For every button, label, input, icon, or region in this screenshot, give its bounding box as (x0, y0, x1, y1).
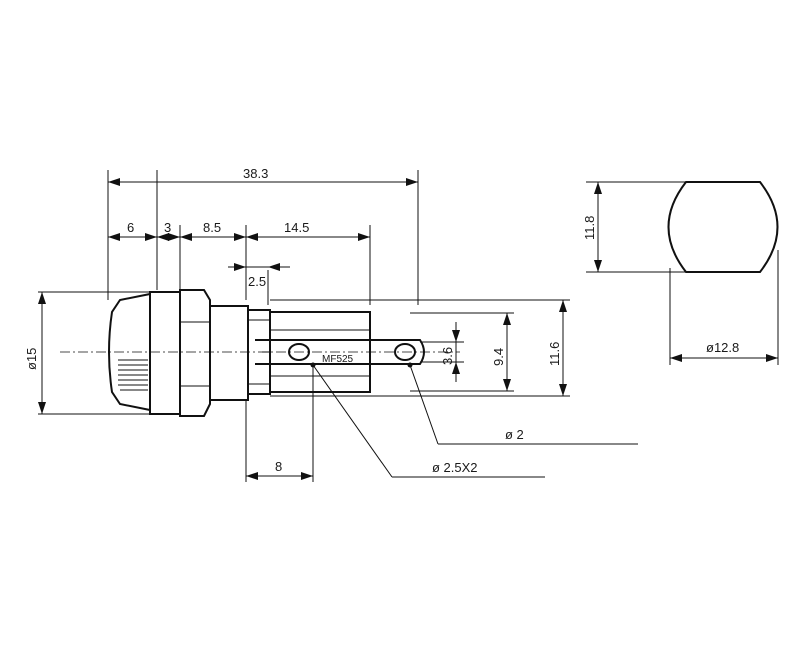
side-view: MF525 (60, 289, 460, 417)
hex-nut (179, 289, 211, 417)
dim-body-length: 8.5 (203, 220, 221, 235)
extension-lines (38, 170, 570, 482)
holder-body (209, 305, 249, 401)
end-view-outline (667, 181, 779, 273)
dimension-cap-diameter: ø15 (24, 292, 46, 414)
terminal-hole (394, 343, 416, 361)
dimension-gap: 2.5 (228, 258, 290, 289)
dimension-side-diameter: ø12.8 (670, 340, 778, 362)
part-label: MF525 (322, 354, 354, 365)
svg-text:11.8: 11.8 (582, 216, 597, 240)
svg-text:ø 2.5X2: ø 2.5X2 (432, 460, 478, 475)
dim-cap-length: 6 (127, 220, 134, 235)
cap-grip-lines (118, 359, 148, 391)
svg-text:ø 2: ø 2 (505, 427, 524, 442)
dimension-terminal-offset: 8 (246, 459, 313, 480)
svg-text:ø15: ø15 (24, 348, 39, 370)
callout-small-hole: ø 2 (407, 362, 638, 445)
dim-terminal-length: 14.5 (284, 220, 309, 235)
dimension-terminal-height: 9.4 (491, 313, 511, 391)
dimension-body-height: 11.6 (547, 300, 567, 396)
dimension-overall-length: 38.3 (108, 166, 418, 186)
callout-mount-holes: ø 2.5X2 (310, 362, 545, 478)
svg-text:8: 8 (275, 459, 282, 474)
svg-text:2.5: 2.5 (248, 274, 266, 289)
dimension-chain: 6 3 8.5 14.5 (108, 220, 370, 241)
svg-text:3.6: 3.6 (440, 347, 455, 365)
dim-flange-length: 3 (164, 220, 171, 235)
dimension-flat-height: 11.8 (582, 182, 602, 272)
mounting-flange (149, 291, 181, 415)
mount-hole (288, 343, 310, 361)
svg-text:38.3: 38.3 (243, 166, 268, 181)
svg-text:11.6: 11.6 (547, 342, 562, 366)
dimension-hole-width: 3.6 (440, 322, 460, 382)
svg-text:9.4: 9.4 (491, 348, 506, 366)
terminal-tab (255, 339, 425, 365)
terminal-housing (270, 311, 371, 393)
svg-text:ø12.8: ø12.8 (706, 340, 739, 355)
end-view: 11.8 ø12.8 (582, 181, 779, 365)
